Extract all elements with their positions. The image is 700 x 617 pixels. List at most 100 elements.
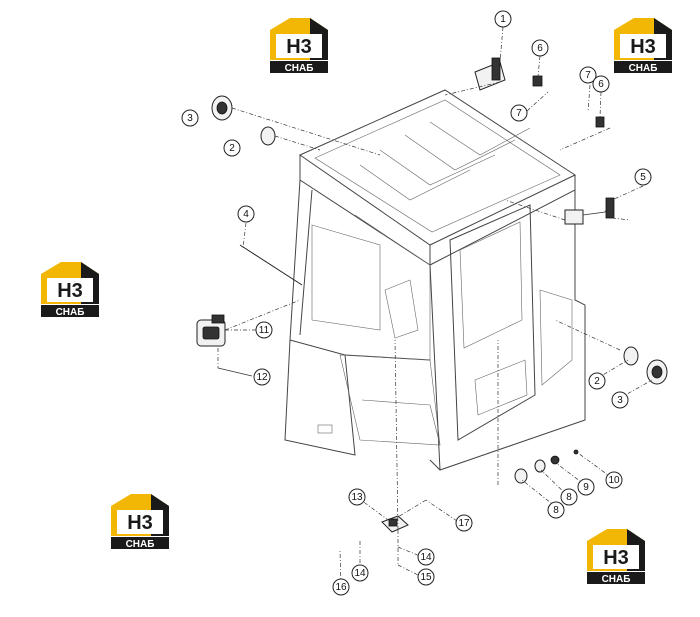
logo-mark: H3 — [286, 36, 312, 58]
callout-circle — [605, 471, 623, 489]
callout-5: 5 — [634, 168, 652, 186]
callout-circle — [588, 372, 606, 390]
logo-caption: СНАБ — [126, 539, 155, 550]
callout-circle — [417, 548, 435, 566]
callout-14: 14 — [417, 548, 435, 566]
callout-6: 6 — [531, 39, 549, 57]
callout-circle — [531, 39, 549, 57]
logo-inner-panel — [620, 34, 666, 58]
callout-number: 14 — [420, 552, 432, 563]
part-6-clip-top — [532, 75, 543, 87]
callout-circle — [634, 168, 652, 186]
logo-mark: H3 — [127, 512, 153, 534]
logo-inner-panel — [117, 510, 163, 534]
callout-circle — [592, 75, 610, 93]
logo-caption: СНАБ — [285, 63, 314, 74]
callout-number: 6 — [537, 43, 543, 54]
callout-circle — [611, 391, 629, 409]
callout-number: 7 — [516, 108, 522, 119]
callout-11: 11 — [255, 321, 273, 339]
logo-caption-bar — [614, 61, 672, 73]
callout-10: 10 — [605, 471, 623, 489]
part-1-hinge — [474, 57, 506, 91]
logo-caption-bar — [41, 305, 99, 317]
callout-number: 3 — [187, 113, 193, 124]
callout-2: 2 — [588, 372, 606, 390]
callout-circle — [348, 488, 366, 506]
callout-17: 17 — [455, 514, 473, 532]
logo-inner-panel — [276, 34, 322, 58]
callout-number: 12 — [256, 372, 268, 383]
logo-mark: H3 — [603, 547, 629, 569]
cab-outline — [284, 89, 586, 471]
part-2-gasket-left — [260, 126, 276, 146]
callout-circle — [351, 564, 369, 582]
callout-14: 14 — [351, 564, 369, 582]
callout-number: 13 — [351, 492, 363, 503]
part-3-lamp-left — [211, 95, 233, 121]
callout-number: 9 — [583, 482, 589, 493]
callout-circle — [223, 139, 241, 157]
callout-16: 16 — [332, 578, 350, 596]
callout-7: 7 — [510, 104, 528, 122]
part-3-lamp-right — [646, 359, 668, 385]
callout-circle — [253, 368, 271, 386]
logo-caption-bar — [111, 537, 169, 549]
part-2-gasket-right — [623, 346, 639, 366]
callout-number: 10 — [608, 475, 620, 486]
callout-number: 15 — [420, 572, 432, 583]
callout-15: 15 — [417, 568, 435, 586]
callout-3: 3 — [611, 391, 629, 409]
part-5-wiper-motor — [564, 197, 615, 225]
logo-caption-bar — [270, 61, 328, 73]
logo-mark: H3 — [630, 36, 656, 58]
logo-caption: СНАБ — [56, 307, 85, 318]
callout-number: 4 — [243, 209, 249, 220]
callout-12: 12 — [253, 368, 271, 386]
callout-circle — [579, 66, 597, 84]
callout-9: 9 — [577, 478, 595, 496]
callout-number: 16 — [335, 582, 347, 593]
callout-number: 8 — [566, 492, 572, 503]
callout-circle — [417, 568, 435, 586]
logo-mark: H3 — [57, 280, 83, 302]
callout-circle — [455, 514, 473, 532]
callout-number: 17 — [458, 518, 470, 529]
callout-circle — [181, 109, 199, 127]
part-4-handrail — [239, 244, 303, 286]
callout-number: 5 — [640, 172, 646, 183]
logo-inner-panel — [593, 545, 639, 569]
callout-number: 14 — [354, 568, 366, 579]
part-6-clip-right — [595, 116, 605, 128]
leader-lines — [217, 26, 653, 586]
callout-circle — [547, 501, 565, 519]
callout-8: 8 — [547, 501, 565, 519]
callout-number: 6 — [598, 79, 604, 90]
callout-8: 8 — [560, 488, 578, 506]
logo-caption: СНАБ — [602, 574, 631, 585]
callout-number: 11 — [259, 325, 270, 336]
callout-circle — [332, 578, 350, 596]
callout-circle — [237, 205, 255, 223]
callout-number: 2 — [229, 143, 235, 154]
part-11-mirror — [196, 314, 226, 347]
callout-6: 6 — [592, 75, 610, 93]
callout-number: 7 — [585, 70, 591, 81]
callout-number: 2 — [594, 376, 600, 387]
callout-circle — [510, 104, 528, 122]
callout-4: 4 — [237, 205, 255, 223]
callout-7: 7 — [579, 66, 597, 84]
callout-3: 3 — [181, 109, 199, 127]
logo-caption: СНАБ — [629, 63, 658, 74]
callout-1: 1 — [494, 10, 512, 28]
part-13-bracket — [381, 515, 409, 533]
callout-number: 8 — [553, 505, 559, 516]
callout-circle — [560, 488, 578, 506]
callout-circle — [255, 321, 273, 339]
callout-2: 2 — [223, 139, 241, 157]
